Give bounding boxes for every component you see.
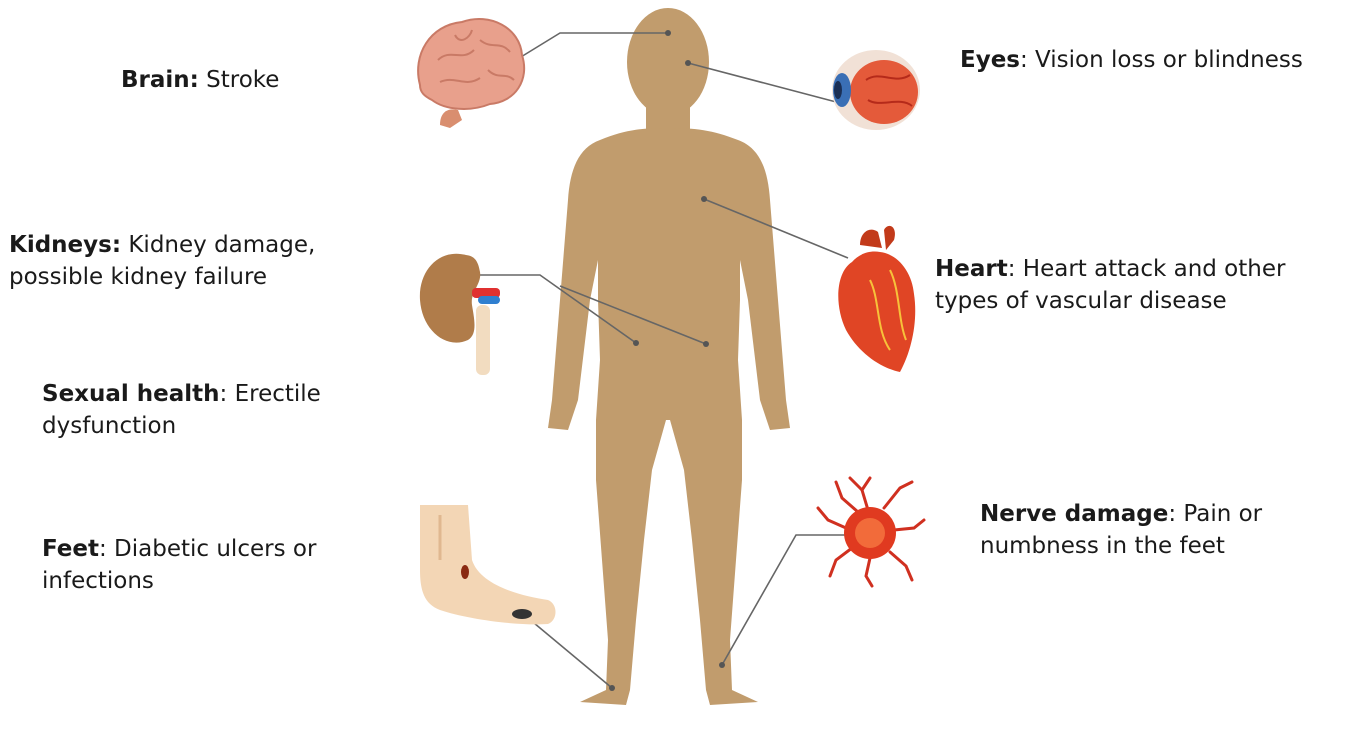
sexual-health-description-line2: dysfunction (42, 413, 176, 439)
nerve-damage-term: Nerve damage (980, 501, 1168, 527)
feet-label: Feet: Diabetic ulcers or infections (42, 533, 316, 597)
kidneys-description-line1: Kidney damage, (121, 232, 315, 258)
feet-description-line1: : Diabetic ulcers or (99, 536, 316, 562)
brain-description: Stroke (199, 67, 280, 93)
foot-ulcer-icon (420, 505, 556, 624)
eyes-leader-line (688, 63, 840, 103)
kidneys-label: Kidneys: Kidney damage, possible kidney … (9, 229, 315, 293)
brain-icon (418, 19, 524, 128)
nerve-damage-description-line2: numbness in the feet (980, 533, 1225, 559)
eyes-label: Eyes: Vision loss or blindness (960, 44, 1303, 76)
feet-description-line2: infections (42, 568, 154, 594)
feet-term: Feet (42, 536, 99, 562)
eye-icon (832, 50, 920, 130)
nerve-damage-description-line1: : Pain or (1168, 501, 1262, 527)
sexual-health-description-line1: : Erectile (220, 381, 321, 407)
heart-icon (838, 226, 915, 372)
nerve-damage-label: Nerve damage: Pain or numbness in the fe… (980, 498, 1262, 562)
kidneys-term: Kidneys: (9, 232, 121, 258)
eyes-description: : Vision loss or blindness (1020, 47, 1303, 73)
nerve-cell-nucleus (855, 518, 885, 548)
heart-description-line2: types of vascular disease (935, 288, 1227, 314)
feet-leader-line (528, 618, 612, 688)
sexual-health-label: Sexual health: Erectile dysfunction (42, 378, 321, 442)
human-silhouette (548, 8, 790, 705)
kidneys-description-line2: possible kidney failure (9, 264, 267, 290)
heart-term: Heart (935, 256, 1008, 282)
heart-description-line1: : Heart attack and other (1008, 256, 1286, 282)
heart-label: Heart: Heart attack and other types of v… (935, 253, 1285, 317)
eyes-term: Eyes (960, 47, 1020, 73)
brain-label: Brain: Stroke (121, 64, 279, 96)
kidney-icon (420, 254, 500, 375)
brain-term: Brain: (121, 67, 199, 93)
sexual-health-term: Sexual health (42, 381, 220, 407)
nerve-leader-line (722, 535, 846, 665)
